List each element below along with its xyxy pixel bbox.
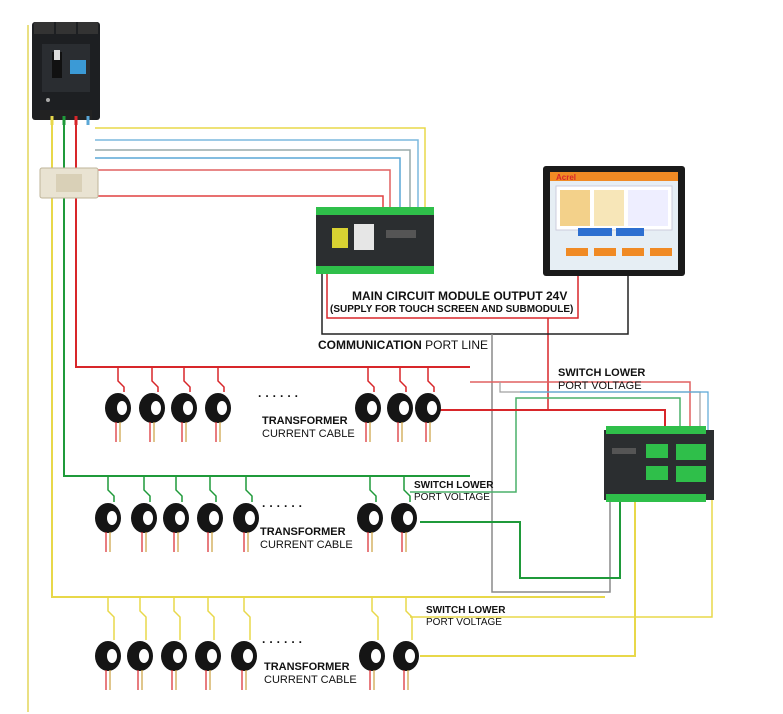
ct-core-hole <box>403 511 413 525</box>
main-output-title: MAIN CIRCUIT MODULE OUTPUT 24V <box>352 289 568 303</box>
main-output-subtitle: (SUPPLY FOR TOUCH SCREEN AND SUBMODULE) <box>330 304 574 315</box>
ct-core-hole <box>209 511 219 525</box>
ct-red-cable <box>440 409 666 430</box>
ct-core-hole <box>369 511 379 525</box>
comm-black-line <box>321 268 629 335</box>
ct-core-hole <box>107 649 117 663</box>
top-yellow-wire <box>95 127 426 210</box>
switch-lower-label-2: SWITCH LOWER PORT VOLTAGE <box>414 480 493 503</box>
ct-core-hole <box>207 649 217 663</box>
brand-logo: Acrel <box>556 173 576 182</box>
ct-drop-wire <box>399 367 407 392</box>
red-phase-bus <box>75 118 470 368</box>
sub-module <box>604 426 714 502</box>
current-transformer-rows <box>95 367 441 690</box>
ct-drop-wire <box>175 476 183 502</box>
ct-drop-wire <box>217 367 225 392</box>
main-output-sub-label: (SUPPLY FOR TOUCH SCREEN AND SUBMODULE) <box>330 304 573 316</box>
ct-drop-wire <box>245 476 253 502</box>
ct-core-hole <box>245 511 255 525</box>
switch-lower-3b: PORT VOLTAGE <box>426 616 502 628</box>
ct-green-cable <box>420 500 621 579</box>
ct-drop-wire <box>183 367 191 392</box>
transformer-label-1: TRANSFORMER CURRENT CABLE <box>262 415 355 440</box>
ct-drop-wire <box>173 597 181 640</box>
ct-drop-wire <box>143 476 151 502</box>
yellow-phase-bus <box>51 118 605 598</box>
switch-lower-2b: PORT VOLTAGE <box>414 491 490 503</box>
transformer-label-3: TRANSFORMER CURRENT CABLE <box>264 661 357 686</box>
ct-core-hole <box>117 401 127 415</box>
ct-core-hole <box>367 401 377 415</box>
ct-yellow-cable <box>420 500 636 657</box>
switch-lower-1a: SWITCH LOWER <box>558 367 646 379</box>
comm-port-label: COMMUNICATION PORT LINE <box>318 338 489 353</box>
switch-lower-label-3: SWITCH LOWER PORT VOLTAGE <box>426 605 505 628</box>
ct-core-hole <box>175 511 185 525</box>
main-output-label: MAIN CIRCUIT MODULE OUTPUT 24V <box>352 289 568 304</box>
ct-core-hole <box>183 401 193 415</box>
ct-drop-wire <box>369 476 377 502</box>
output-24v-down <box>547 318 640 411</box>
ellipsis-row-1: · · · · · · <box>258 389 299 403</box>
ct-core-hole <box>371 649 381 663</box>
switch-lower-1b: PORT VOLTAGE <box>558 379 642 392</box>
ct-drop-wire <box>139 597 147 640</box>
circuit-breaker <box>32 22 100 125</box>
ct-core-hole <box>243 649 253 663</box>
ct-core-hole <box>143 511 153 525</box>
switch-voltage-blue <box>520 391 709 430</box>
ct-drop-wire <box>243 597 251 640</box>
top-blue-wire-1 <box>95 139 419 210</box>
touch-screen: Acrel <box>543 166 685 276</box>
ct-drop-wire <box>403 476 411 502</box>
comm-gray-line <box>491 334 611 593</box>
transformer-1a: TRANSFORMER <box>262 415 348 427</box>
comm-prefix: COMMUNICATION <box>318 338 422 352</box>
transformer-label-2: TRANSFORMER CURRENT CABLE <box>260 526 353 551</box>
ct-core-hole <box>151 401 161 415</box>
switch-voltage-green <box>410 397 681 493</box>
ct-drop-wire <box>207 597 215 640</box>
ct-core-hole <box>173 649 183 663</box>
ct-core-hole <box>217 401 227 415</box>
ct-core-hole <box>427 401 437 415</box>
top-blue-wire-2 <box>95 157 401 210</box>
ct-drop-wire <box>427 367 435 392</box>
ct-drop-wire <box>117 367 125 392</box>
top-red-wire-2 <box>95 195 384 210</box>
ct-core-hole <box>139 649 149 663</box>
ct-drop-wire <box>367 367 375 392</box>
transformer-3b: CURRENT CABLE <box>264 673 357 686</box>
ct-core-hole <box>399 401 409 415</box>
ct-drop-wire <box>107 597 115 640</box>
comm-suffix: PORT LINE <box>425 338 489 352</box>
switch-voltage-red <box>470 381 691 430</box>
switch-lower-label-1: SWITCH LOWER PORT VOLTAGE <box>558 367 645 392</box>
top-gray-wire <box>95 149 411 210</box>
transformer-2a: TRANSFORMER <box>260 526 346 538</box>
ct-core-hole <box>405 649 415 663</box>
ct-drop-wire <box>371 597 379 640</box>
switch-voltage-yellow <box>410 500 713 618</box>
transformer-3a: TRANSFORMER <box>264 661 350 673</box>
ct-drop-wire <box>209 476 217 502</box>
switch-lower-3a: SWITCH LOWER <box>426 605 506 616</box>
transformer-2b: CURRENT CABLE <box>260 538 353 551</box>
ct-core-hole <box>107 511 117 525</box>
main-circuit-module <box>316 207 434 274</box>
ct-drop-wire <box>151 367 159 392</box>
top-red-wire-1 <box>95 169 391 210</box>
transformer-1b: CURRENT CABLE <box>262 427 355 440</box>
terminal-block <box>39 167 99 199</box>
bus-lines <box>27 25 713 712</box>
green-phase-bus <box>63 118 470 477</box>
ellipsis-row-3: · · · · · · <box>262 635 303 649</box>
output-24v-line <box>326 268 579 319</box>
ellipsis-row-2: · · · · · · <box>262 499 303 513</box>
ct-drop-wire <box>405 597 413 640</box>
switch-lower-2a: SWITCH LOWER <box>414 480 494 491</box>
ct-drop-wire <box>107 476 115 502</box>
